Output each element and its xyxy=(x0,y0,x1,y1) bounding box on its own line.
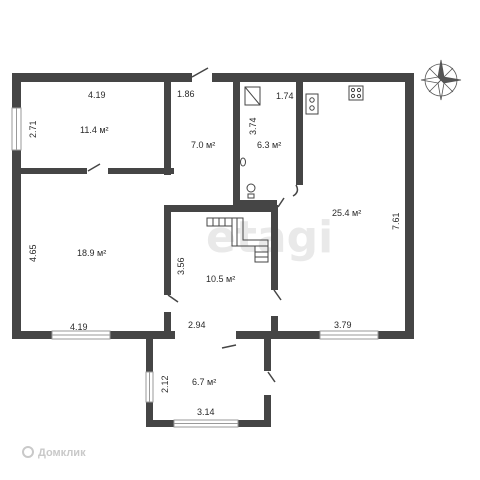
dim-1-86: 1.86 xyxy=(177,89,195,99)
room-area-7-0: 7.0 м² xyxy=(191,140,215,150)
brand-logo: Домклик xyxy=(22,446,86,459)
dim-4-19-top: 4.19 xyxy=(88,90,106,100)
walls xyxy=(12,73,414,427)
room-area-25-4: 25.4 м² xyxy=(332,208,361,218)
watermark: etagi xyxy=(206,212,333,263)
staircase xyxy=(206,217,269,263)
room-area-6-7: 6.7 м² xyxy=(192,377,216,387)
bath-fixtures xyxy=(240,85,364,199)
dim-1-74: 1.74 xyxy=(276,91,294,101)
dim-7-61: 7.61 xyxy=(391,212,401,230)
compass-rose-icon xyxy=(420,59,462,101)
room-area-10-5: 10.5 м² xyxy=(206,274,235,284)
brand-name: Домклик xyxy=(38,447,86,459)
doors xyxy=(87,67,299,383)
dim-3-56: 3.56 xyxy=(176,257,186,275)
dim-3-79: 3.79 xyxy=(334,320,352,330)
dim-4-65: 4.65 xyxy=(28,244,38,262)
room-area-11-4: 11.4 м² xyxy=(80,125,109,135)
room-area-18-9: 18.9 м² xyxy=(77,248,106,258)
dim-3-74: 3.74 xyxy=(248,117,258,135)
dim-4-19-bottom: 4.19 xyxy=(70,322,88,332)
dim-2-71: 2.71 xyxy=(28,120,38,138)
room-area-6-3: 6.3 м² xyxy=(257,140,281,150)
dim-2-94: 2.94 xyxy=(188,320,206,330)
dim-2-12: 2.12 xyxy=(160,375,170,393)
dim-3-14: 3.14 xyxy=(197,407,215,417)
windows xyxy=(11,107,379,428)
